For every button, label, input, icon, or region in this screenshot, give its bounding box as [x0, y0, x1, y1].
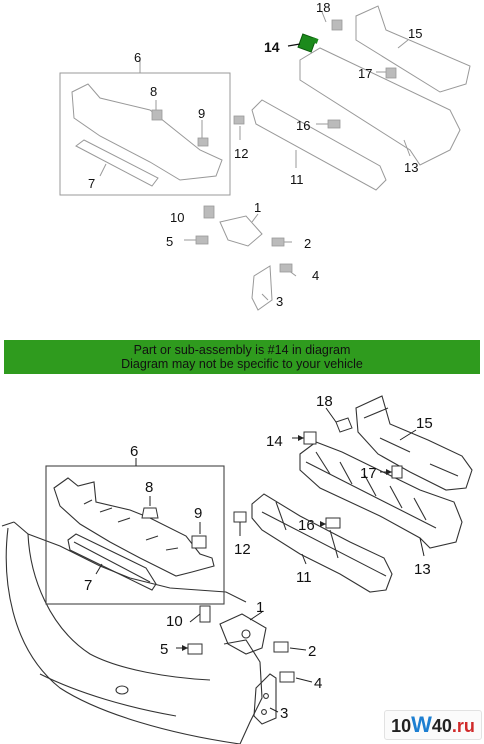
- label-4: 4: [314, 675, 322, 692]
- label-10: 10: [166, 613, 183, 630]
- nut-9-thumb: [197, 137, 209, 147]
- main-diagram: 6 8 9 12 7 11 13 16 17 15 18 14 1 10 5 2…: [0, 378, 484, 744]
- bracket-3: [253, 673, 277, 725]
- watermark-part-d: .ru: [451, 716, 475, 736]
- thumb-label-10: 10: [170, 210, 184, 225]
- watermark-part-c: 40: [431, 716, 452, 736]
- label-12: 12: [234, 541, 251, 558]
- bolt-12: [233, 511, 247, 523]
- label-1: 1: [256, 599, 264, 616]
- label-5: 5: [160, 641, 168, 658]
- bolt-2-thumb: [271, 237, 285, 247]
- notice-banner: Part or sub-assembly is #14 in diagram D…: [4, 340, 480, 374]
- label-16: 16: [298, 517, 315, 534]
- bolt-16-thumb: [327, 119, 341, 129]
- thumb-label-8: 8: [150, 84, 157, 99]
- label-11: 11: [296, 569, 312, 586]
- bumper-cover-hole: [115, 685, 129, 695]
- label-13: 13: [414, 561, 431, 578]
- highlighted-bolt-14: [297, 33, 319, 53]
- absorber-11: [251, 493, 393, 593]
- clip-8-thumb: [151, 109, 163, 121]
- banner-line-1: Part or sub-assembly is #14 in diagram: [133, 343, 351, 357]
- thumb-label-16: 16: [296, 118, 310, 133]
- nut-9: [191, 535, 207, 549]
- bracket-15: [355, 5, 471, 93]
- bracket-1: [219, 613, 267, 655]
- reinforcement-13: [299, 441, 463, 549]
- bracket-3: [251, 265, 273, 311]
- thumb-label-7: 7: [88, 176, 95, 191]
- bracket-1: [219, 215, 263, 247]
- label-8: 8: [145, 479, 153, 496]
- clip-8: [141, 507, 159, 519]
- bolt-2: [273, 641, 289, 653]
- clip-17-thumb: [385, 67, 397, 79]
- label-6: 6: [130, 443, 138, 460]
- label-14: 14: [266, 433, 283, 450]
- bracket-plate-6: [53, 477, 215, 577]
- thumb-label-4: 4: [312, 268, 319, 283]
- thumb-label-9: 9: [198, 106, 205, 121]
- bolt-14: [303, 431, 317, 445]
- bolt-10-thumb: [203, 205, 215, 219]
- reinforcement-13: [299, 47, 461, 166]
- bracket-15: [355, 395, 473, 491]
- thumb-label-2: 2: [304, 236, 311, 251]
- label-3: 3: [280, 705, 288, 722]
- bolt-4: [279, 671, 295, 683]
- thumb-label-12: 12: [234, 146, 248, 161]
- bolt-16: [325, 517, 341, 529]
- thumb-label-11: 11: [290, 172, 304, 187]
- main-diagram-svg: 6 8 9 12 7 11 13 16 17 15 18 14 1 10 5 2…: [1, 393, 473, 744]
- thumb-label-15: 15: [408, 26, 422, 41]
- label-17: 17: [360, 465, 377, 482]
- clip-18-thumb: [331, 19, 343, 31]
- thumb-label-1: 1: [254, 200, 261, 215]
- thumb-label-13: 13: [404, 160, 418, 175]
- thumb-label-5: 5: [166, 234, 173, 249]
- absorber-11: [251, 99, 387, 191]
- bolt-5: [187, 643, 203, 655]
- clip-17: [391, 465, 403, 479]
- thumbnail-diagram: 6 8 9 12 7 11 13 16 17 15 18 1 10 5 2 4 …: [0, 0, 484, 336]
- thumb-label-17: 17: [358, 66, 372, 81]
- label-9: 9: [194, 505, 202, 522]
- watermark-part-a: 10: [391, 716, 412, 736]
- thumb-label-18: 18: [316, 0, 330, 15]
- group-6-box: [45, 465, 225, 605]
- label-2: 2: [308, 643, 316, 660]
- strip-7: [67, 533, 157, 591]
- bolt-4-thumb: [279, 263, 293, 273]
- bumper-cover-outline: [5, 527, 241, 744]
- label-7: 7: [84, 577, 92, 594]
- label-18: 18: [316, 393, 333, 410]
- thumb-label-14: 14: [264, 39, 280, 55]
- site-watermark-logo: 10W40.ru: [384, 710, 482, 740]
- bolt-10: [199, 605, 211, 623]
- bolt-12-thumb: [233, 115, 245, 125]
- watermark-part-b: W: [411, 712, 432, 737]
- thumbnail-diagram-svg: 6 8 9 12 7 11 13 16 17 15 18 1 10 5 2 4 …: [59, 0, 471, 311]
- strip-7: [75, 139, 159, 187]
- bolt-5-thumb: [195, 235, 209, 245]
- thumb-label-6: 6: [134, 50, 141, 65]
- clip-18: [335, 417, 353, 433]
- group-6-box: [59, 72, 231, 196]
- bracket-plate-6: [71, 83, 223, 181]
- label-15: 15: [416, 415, 433, 432]
- thumb-label-3: 3: [276, 294, 283, 309]
- banner-line-2: Diagram may not be specific to your vehi…: [121, 357, 363, 371]
